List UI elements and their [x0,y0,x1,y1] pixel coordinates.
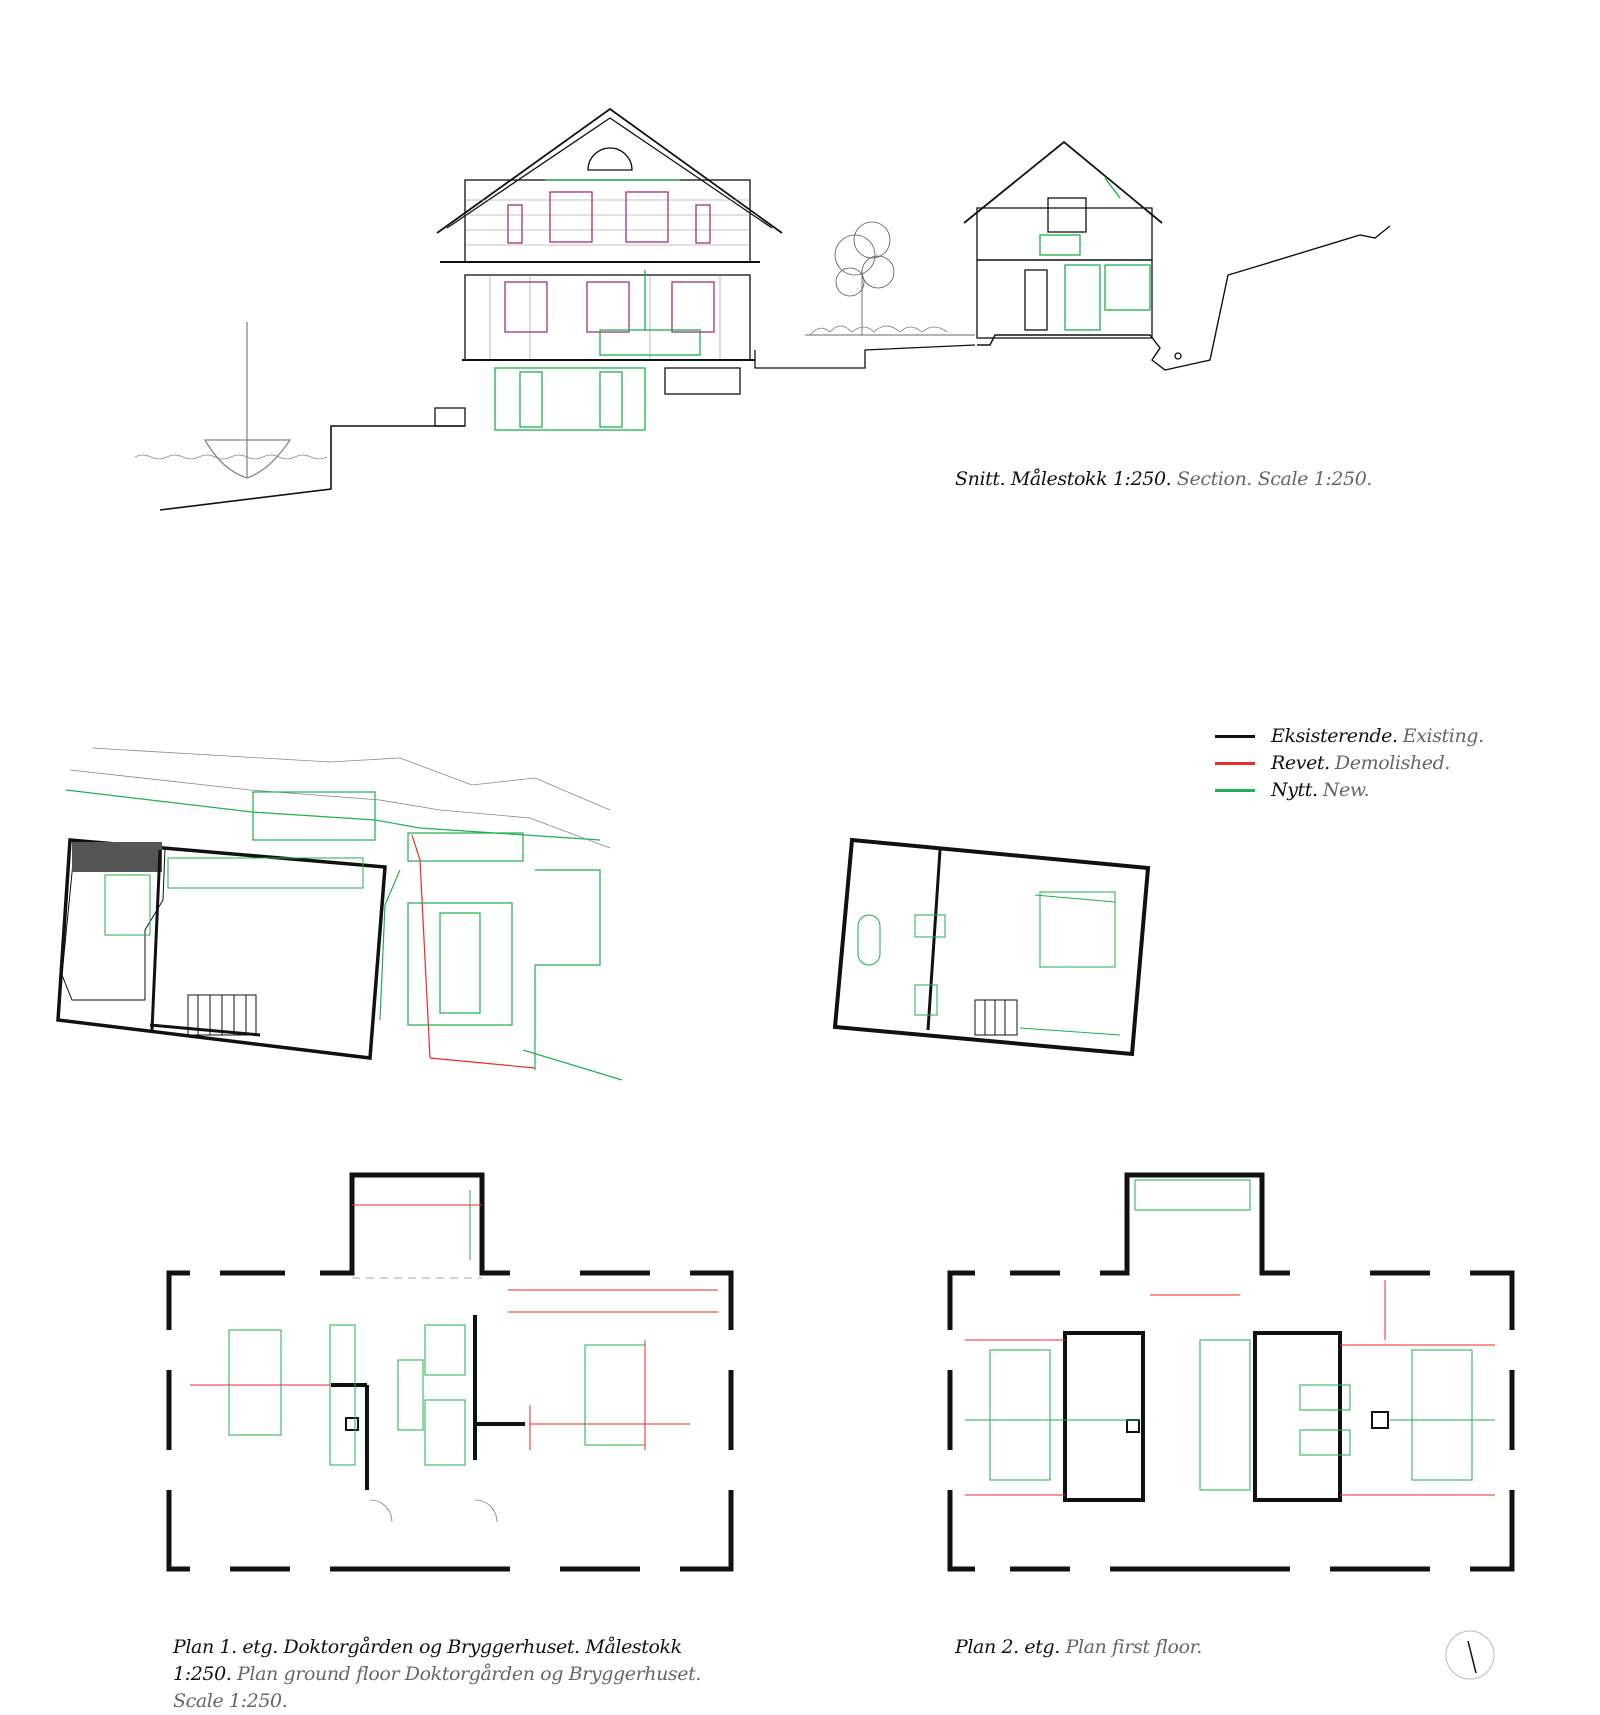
first-floor-caption-en: Plan first floor. [1065,1636,1203,1658]
legend-swatch-existing [1215,735,1255,738]
section-caption-en: Section. Scale 1:250. [1176,468,1373,490]
first-floor-plan [946,1172,1516,1573]
legend-item-demolished: Revet. Demolished. [1215,750,1484,777]
legend-label-en: New. [1322,779,1370,801]
lower-windows [504,281,715,333]
first-floor-caption-no: Plan 2. etg. [955,1636,1060,1658]
ground-floor-plan [165,1172,735,1573]
first-floor-caption: Plan 2. etg. Plan first floor. [955,1634,1202,1661]
legend-label-en: Demolished. [1334,752,1451,774]
section-caption-no: Snitt. Målestokk 1:250. [955,468,1172,490]
legend-item-new: Nytt. New. [1215,777,1484,804]
legend-swatch-new [1215,789,1255,792]
legend-label-en: Existing. [1402,725,1484,747]
ground-floor-caption-no: Plan 1. etg. Doktorgården og Bryggerhuse… [173,1636,682,1685]
upper-windows [507,191,711,244]
legend: Eksisterende. Existing. Revet. Demolishe… [1215,723,1484,804]
legend-label: Nytt. [1271,779,1318,801]
boat-icon [203,322,292,479]
north-arrow-icon [1445,1630,1495,1680]
ground-floor-caption-en: Plan ground floor Doktorgården og Brygge… [173,1663,701,1712]
legend-item-existing: Eksisterende. Existing. [1215,723,1484,750]
tree-icon [834,221,895,335]
legend-label: Eksisterende. [1271,725,1398,747]
section-drawing [134,107,1391,511]
section-caption: Snitt. Målestokk 1:250. Section. Scale 1… [955,466,1372,493]
site-plan [56,747,623,1081]
legend-label: Revet. [1271,752,1330,774]
bryggerhus-first-floor-plan [832,837,1151,1057]
ground-floor-caption: Plan 1. etg. Doktorgården og Bryggerhuse… [173,1634,733,1715]
legend-swatch-demolished [1215,762,1255,765]
